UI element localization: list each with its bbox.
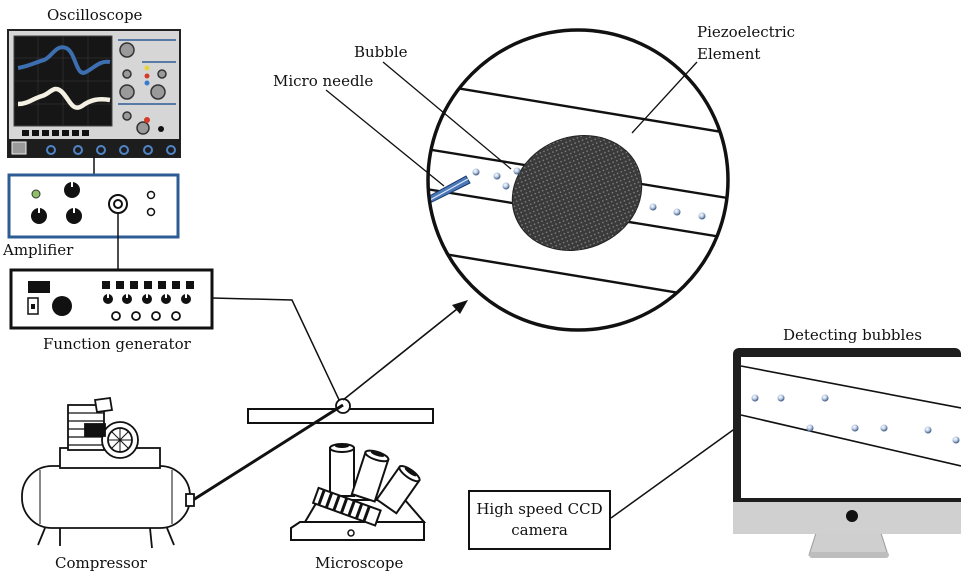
microscope-label: Microscope — [315, 554, 404, 572]
bubble-leader-line — [382, 61, 512, 170]
needle-leader-line — [325, 89, 445, 187]
ccd-label-line1: High speed CCD — [476, 500, 603, 518]
blue-waveform — [17, 45, 111, 75]
amplifier-label: Amplifier — [3, 241, 74, 259]
microscope — [290, 443, 427, 541]
magnification-arrow — [342, 304, 463, 401]
piezo-leader-line — [631, 61, 698, 134]
function-generator-label: Function generator — [43, 335, 191, 353]
fg-to-piezo-wire — [211, 297, 342, 405]
oscilloscope — [7, 29, 181, 158]
detecting-bubbles-label: Detecting bubbles — [783, 326, 922, 344]
micro-needle-label: Micro needle — [273, 72, 374, 90]
piezoelectric-element — [511, 134, 643, 252]
bubbles-in-channel — [472, 167, 706, 220]
magnified-view — [426, 28, 730, 332]
compressor-label: Compressor — [55, 554, 147, 572]
detection-monitor — [733, 348, 961, 558]
function-generator — [9, 268, 214, 330]
piezoelectric-label-line1: Piezoelectric — [697, 23, 796, 41]
amplifier — [7, 173, 180, 239]
compressor — [21, 396, 195, 549]
piezoelectric-label-line2: Element — [697, 45, 761, 63]
arrowhead — [452, 300, 468, 314]
detected-bubbles — [751, 394, 960, 444]
bubble-label: Bubble — [354, 43, 408, 61]
compressor-air-line — [192, 403, 344, 502]
ccd-label-line2: camera — [511, 521, 568, 539]
high-speed-ccd-camera: High speed CCD camera — [468, 490, 611, 550]
ccd-to-monitor-wire — [610, 424, 741, 519]
white-waveform — [17, 86, 111, 110]
sample-slide — [247, 398, 434, 424]
oscilloscope-label: Oscilloscope — [47, 6, 143, 24]
